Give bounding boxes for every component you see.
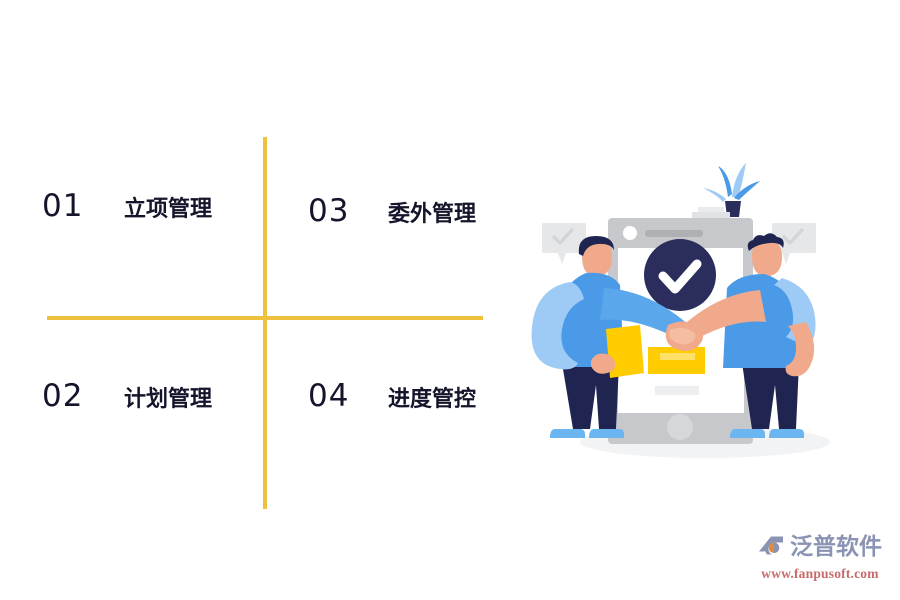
matrix-item-label: 计划管理 [124, 387, 213, 412]
content-card-yellow-block [648, 347, 705, 374]
success-check-badge [644, 239, 716, 311]
matrix-item-label: 进度管控 [388, 387, 477, 412]
left-person-hand [590, 353, 616, 374]
phone-content-card [618, 322, 744, 413]
matrix-item-number: 03 [308, 193, 350, 229]
left-person-back-arm [531, 282, 584, 370]
left-person-legs [562, 363, 619, 429]
quadrant-matrix: 01 立项管理 03 委外管理 02 计划管理 04 进度管控 [42, 137, 483, 509]
handshake-agreement-illustration [520, 150, 880, 480]
speech-bubble-check-left [542, 223, 586, 264]
brand-name: 泛普软件 [790, 533, 882, 560]
plant-riser-top [698, 207, 724, 212]
handshake-clasp [665, 321, 704, 352]
right-person-legs [742, 363, 799, 429]
fanpu-logo-icon [759, 536, 783, 555]
right-person-head [752, 240, 782, 277]
phone-camera-icon [623, 226, 637, 240]
potted-plant-icon [703, 163, 760, 217]
plant-riser-bottom [692, 212, 730, 218]
left-person-shoe-back [589, 429, 624, 438]
matrix-item-number: 04 [308, 378, 350, 414]
matrix-item-01[interactable]: 01 立项管理 [42, 191, 212, 222]
matrix-item-label: 立项管理 [124, 197, 213, 222]
matrix-item-03[interactable]: 03 委外管理 [308, 196, 476, 227]
right-person-hair [747, 233, 784, 251]
matrix-item-number: 01 [42, 188, 84, 224]
left-person-hair [578, 236, 614, 256]
content-card-yellow-highlight [660, 353, 695, 360]
phone-speaker [645, 230, 703, 237]
matrix-item-number: 02 [42, 378, 84, 414]
brand-url: www.fanpusoft.com [761, 566, 879, 581]
vertical-divider [263, 137, 267, 509]
left-person-head [582, 240, 612, 277]
left-person-yellow-card [606, 325, 644, 378]
matrix-item-02[interactable]: 02 计划管理 [42, 381, 212, 412]
matrix-item-label: 委外管理 [388, 202, 477, 227]
right-person-shoe-front [730, 429, 765, 438]
left-person-shoe-front [550, 429, 585, 438]
right-person-hip-arm [785, 322, 815, 377]
brand-watermark: 泛普软件 www.fanpusoft.com [756, 530, 884, 586]
horizontal-divider [47, 316, 483, 320]
phone-home-button [667, 414, 693, 440]
matrix-item-04[interactable]: 04 进度管控 [308, 381, 476, 412]
right-person-shoe-back [769, 429, 804, 438]
content-card-placeholder-line [655, 386, 699, 395]
